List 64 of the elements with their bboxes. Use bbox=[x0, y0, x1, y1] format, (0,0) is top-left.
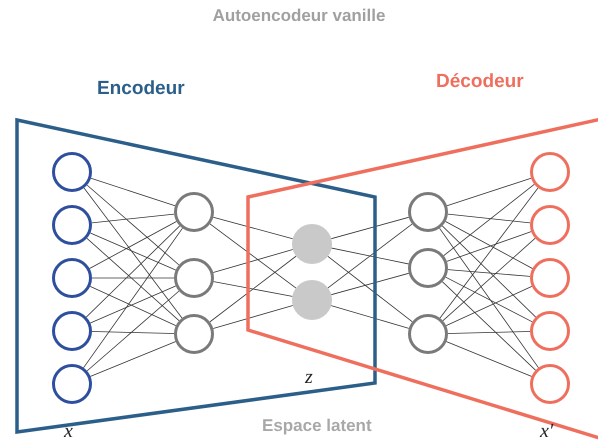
group-heading: Décodeur bbox=[436, 71, 524, 93]
neuron-circle bbox=[292, 224, 332, 264]
connection-line bbox=[213, 281, 293, 297]
neuron-circle bbox=[530, 258, 570, 298]
variable-label: z bbox=[305, 366, 313, 389]
connection-line bbox=[92, 331, 174, 334]
neuron-circle bbox=[52, 205, 92, 245]
connection-line bbox=[86, 238, 180, 322]
neuron-circle bbox=[174, 314, 214, 354]
connection-line bbox=[443, 184, 535, 256]
connection-line bbox=[327, 256, 413, 322]
variable-label: x bbox=[64, 420, 73, 443]
connection-line bbox=[330, 305, 410, 329]
connection-line bbox=[446, 178, 532, 206]
connection-line bbox=[86, 226, 180, 318]
connection-line bbox=[447, 214, 531, 224]
connection-line bbox=[439, 228, 539, 368]
connection-line bbox=[446, 286, 532, 326]
connection-line bbox=[212, 249, 294, 273]
variable-label: x′ bbox=[540, 420, 554, 443]
connection-line bbox=[90, 232, 176, 270]
connection-line bbox=[90, 178, 176, 206]
connection-line bbox=[330, 216, 410, 240]
diagram-title: Autoencodeur vanille bbox=[212, 6, 386, 26]
connection-line bbox=[440, 188, 538, 318]
connection-line bbox=[448, 269, 530, 277]
connection-line bbox=[330, 272, 410, 296]
connection-line bbox=[83, 228, 183, 368]
connection-line bbox=[210, 256, 296, 322]
neuron-circle bbox=[174, 192, 214, 232]
connection-line bbox=[212, 305, 294, 329]
connection-line bbox=[328, 224, 412, 288]
neuron-circle bbox=[408, 248, 448, 288]
connection-line bbox=[445, 221, 533, 269]
neuron-circle bbox=[530, 152, 570, 192]
neuron-circle bbox=[52, 258, 92, 298]
neuron-circle bbox=[292, 280, 332, 320]
neuron-circle bbox=[530, 311, 570, 351]
connection-line bbox=[212, 216, 294, 240]
connection-line bbox=[84, 188, 182, 318]
connection-line bbox=[446, 341, 532, 377]
neuron-circle bbox=[52, 152, 92, 192]
connection-line bbox=[442, 281, 536, 371]
neuron-circle bbox=[530, 205, 570, 245]
connection-line bbox=[445, 276, 533, 322]
connection-line bbox=[86, 184, 180, 266]
connection-line bbox=[331, 248, 409, 264]
connection-line bbox=[91, 214, 175, 224]
connection-line bbox=[442, 238, 536, 322]
neuron-circle bbox=[408, 314, 448, 354]
neuron-circle bbox=[530, 364, 570, 404]
connection-line bbox=[442, 226, 536, 318]
neuron-circle bbox=[408, 192, 448, 232]
group-heading: Encodeur bbox=[97, 78, 185, 100]
latent-space-label: Espace latent bbox=[262, 416, 372, 436]
connection-line bbox=[86, 290, 180, 372]
neuron-circle bbox=[52, 311, 92, 351]
connection-line bbox=[210, 224, 296, 288]
connection-line bbox=[90, 341, 176, 377]
neuron-circle bbox=[52, 364, 92, 404]
connection-line bbox=[89, 221, 177, 269]
neuron-circle bbox=[174, 258, 214, 298]
connection-line bbox=[446, 231, 532, 262]
connection-line bbox=[448, 331, 530, 334]
